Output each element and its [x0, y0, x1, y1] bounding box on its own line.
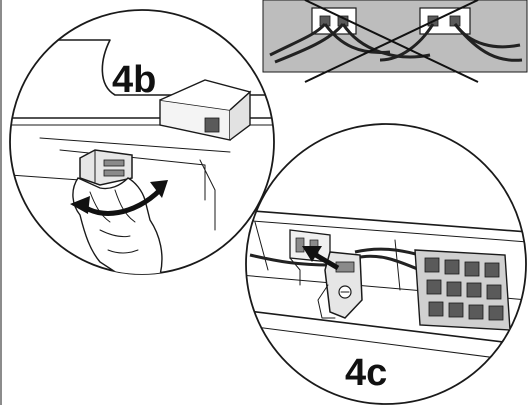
double-arrow-icon: [70, 180, 168, 216]
step-label-4c: 4c: [345, 352, 387, 394]
incorrect-wiring-panel: [262, 0, 528, 83]
terminal-block-4c: [414, 249, 511, 331]
arrow-icon: [302, 246, 340, 271]
wiring-panel-background: [262, 0, 528, 73]
connector-4b: [79, 149, 133, 186]
detail-circle-4c-outline: [245, 123, 527, 405]
wires-incorrect: [269, 22, 523, 64]
hand-illustration: [72, 177, 163, 274]
mounting-bracket: [159, 79, 252, 141]
cross-mark-icon: [304, 0, 479, 83]
detail-circle-4c: 4c: [245, 123, 527, 405]
detail-circle-4b: 4b: [9, 9, 275, 275]
step-label-4b: 4b: [112, 59, 156, 101]
